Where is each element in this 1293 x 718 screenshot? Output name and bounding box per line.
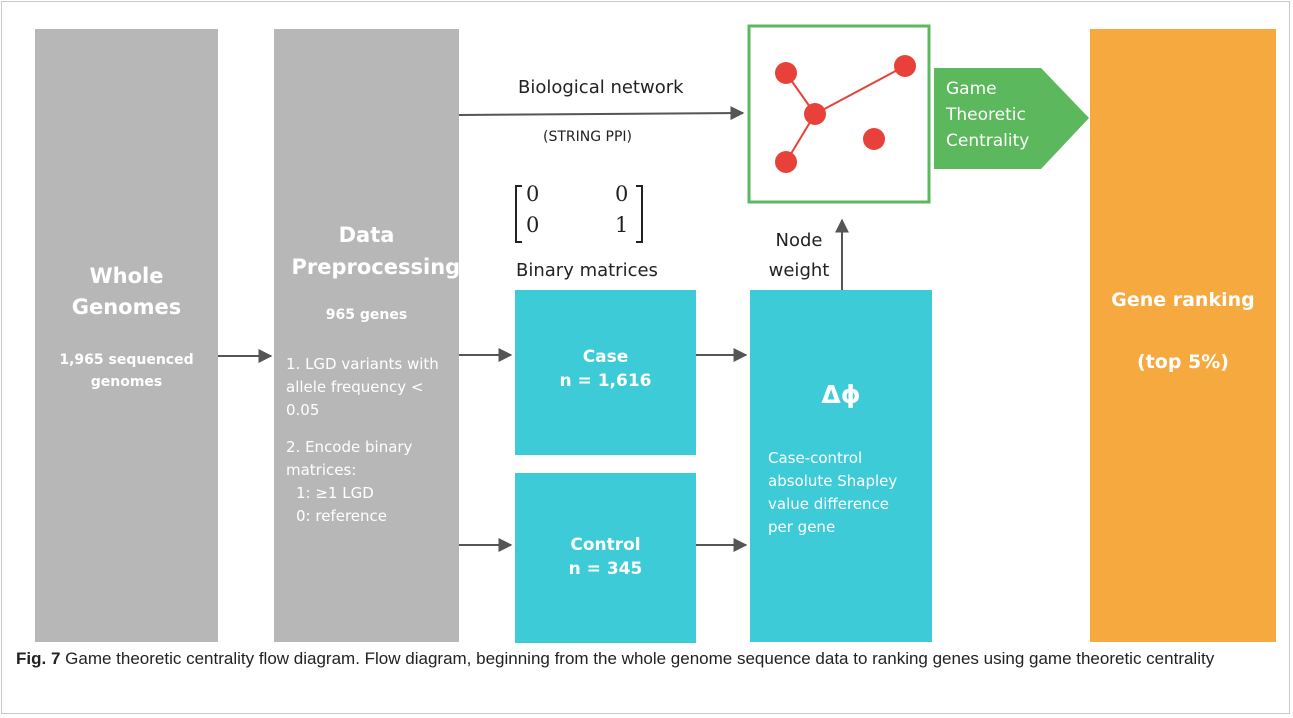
caption-text: Game theoretic centrality flow diagram. … (65, 649, 1215, 668)
delta-phi-symbol: Δϕ (821, 380, 861, 409)
delta-phi-box: Δϕ Case-control absolute Shapley value d… (750, 290, 932, 642)
matrix-r2c1: 0 (526, 213, 540, 237)
preprocessing-box: Data Preprocessing 965 genes 1. LGD vari… (274, 29, 461, 642)
node-weight-label: Node weight (764, 226, 834, 286)
preprocessing-code1: 1: ≥1 LGD (296, 484, 374, 502)
graph-node (894, 55, 916, 77)
matrix-label: Binary matrices (516, 260, 658, 281)
arrow-layer (218, 24, 1089, 552)
whole-genomes-box: Whole Genomes 1,965 sequenced genomes (35, 29, 218, 642)
network-source: (STRING PPI) (543, 129, 633, 145)
node-weight-line2: weight (768, 260, 830, 281)
graph-node (775, 62, 797, 84)
gene-ranking-subtitle: (top 5%) (1137, 351, 1229, 373)
case-title: Case (582, 347, 629, 367)
graph-node (775, 151, 797, 173)
case-box: Case n = 1,616 (515, 290, 696, 455)
matrix-r1c2: 0 (615, 182, 629, 206)
case-n: n = 1,616 (559, 371, 652, 391)
control-n: n = 345 (568, 559, 643, 579)
figure-caption: Fig. 7 Game theoretic centrality flow di… (16, 646, 1276, 672)
node-weight-line1: Node (775, 230, 823, 251)
matrix-brackets (515, 185, 643, 243)
arrow-network-to-graph (458, 106, 745, 121)
gene-ranking-box: Gene ranking (top 5%) (1090, 29, 1276, 642)
whole-genomes-title: Whole Genomes (71, 264, 182, 319)
network-graph-box (747, 24, 931, 204)
delta-phi-description: Case-control absolute Shapley value diff… (768, 449, 898, 536)
matrix-r1c1: 0 (526, 182, 540, 206)
matrix-r2c2: 1 (615, 213, 629, 237)
graph-node (804, 103, 826, 125)
preprocessing-genes: 965 genes (325, 307, 408, 323)
preprocessing-code0: 0: reference (296, 507, 387, 525)
caption-fig-label: Fig. 7 (16, 649, 61, 668)
preprocessing-title: Data Preprocessing (291, 223, 461, 279)
gene-ranking-title: Gene ranking (1111, 289, 1255, 311)
control-box: Control n = 345 (515, 473, 696, 643)
whole-genomes-subtitle: 1,965 sequenced genomes (59, 352, 194, 390)
preprocessing-step1: 1. LGD variants with allele frequency < … (286, 355, 439, 419)
centrality-label: Game Theoretic Centrality (946, 79, 1030, 151)
preprocessing-step2: 2. Encode binary matrices: (286, 438, 413, 479)
control-title: Control (570, 535, 641, 555)
graph-node (863, 128, 885, 150)
centrality-arrow (934, 68, 1089, 169)
network-label: Biological network (518, 77, 684, 98)
